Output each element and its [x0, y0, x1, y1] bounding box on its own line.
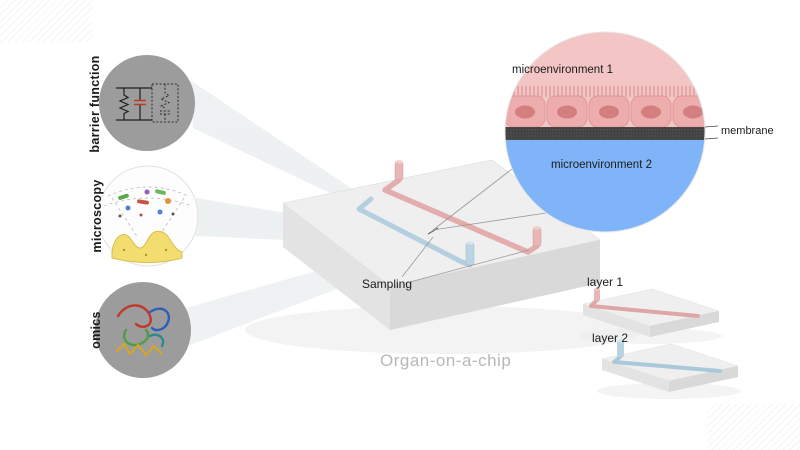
sampling-point-tick	[427, 227, 439, 235]
layer2-label: layer 2	[592, 331, 629, 345]
chip-side-face	[390, 240, 600, 330]
membrane-texture	[505, 127, 705, 140]
organ-on-a-chip-caption: Organ-on-a-chip	[380, 351, 512, 370]
layer1-port	[594, 289, 600, 301]
pink-port-left-top	[395, 160, 403, 164]
protein-ribbon-icon	[116, 304, 171, 348]
inset-barrier-function	[99, 55, 195, 151]
beam-barrier	[190, 80, 374, 214]
inset-circle	[99, 55, 195, 151]
layer2-channel	[612, 355, 722, 373]
pink-channel	[382, 177, 540, 255]
inset-circle	[95, 282, 191, 378]
layer1-channel	[589, 298, 700, 318]
inset-microscopy	[97, 165, 199, 267]
microenvironment2-label: microenvironment 2	[551, 159, 652, 171]
epithelium-icon	[111, 230, 183, 263]
blue-port	[465, 242, 475, 266]
membrane-label: membrane	[721, 125, 774, 137]
membrane-ticks	[704, 125, 719, 140]
layer2-chip	[597, 339, 741, 399]
chip-front-face	[283, 203, 390, 330]
pink-port-right-top	[533, 226, 541, 230]
label-omics: omics	[89, 311, 103, 349]
dna-zigzag-icon	[115, 342, 163, 357]
bacteria-icons	[118, 189, 175, 218]
dashed-arcs	[103, 186, 193, 239]
layer1-label: layer 1	[587, 275, 624, 289]
pink-port-left	[394, 161, 404, 181]
label-microscopy: microscopy	[90, 179, 104, 253]
inset-omics	[95, 282, 191, 378]
pointer-lines	[401, 168, 547, 283]
epithelial-cells	[505, 95, 705, 128]
sampling-label: Sampling	[362, 277, 413, 291]
blue-port-top	[466, 241, 474, 245]
layer2-port	[617, 341, 624, 357]
detail-circle-rim	[504, 31, 706, 233]
layer1-chip	[578, 287, 722, 344]
chip-shadow	[245, 306, 645, 354]
pink-port-right	[532, 227, 542, 247]
microenvironment1-label: microenvironment 1	[512, 64, 613, 76]
chip-device	[282, 159, 601, 330]
microvilli-fringe	[505, 86, 705, 97]
circuit-icon	[116, 83, 179, 123]
label-barrier-function: barrier function	[88, 55, 102, 153]
